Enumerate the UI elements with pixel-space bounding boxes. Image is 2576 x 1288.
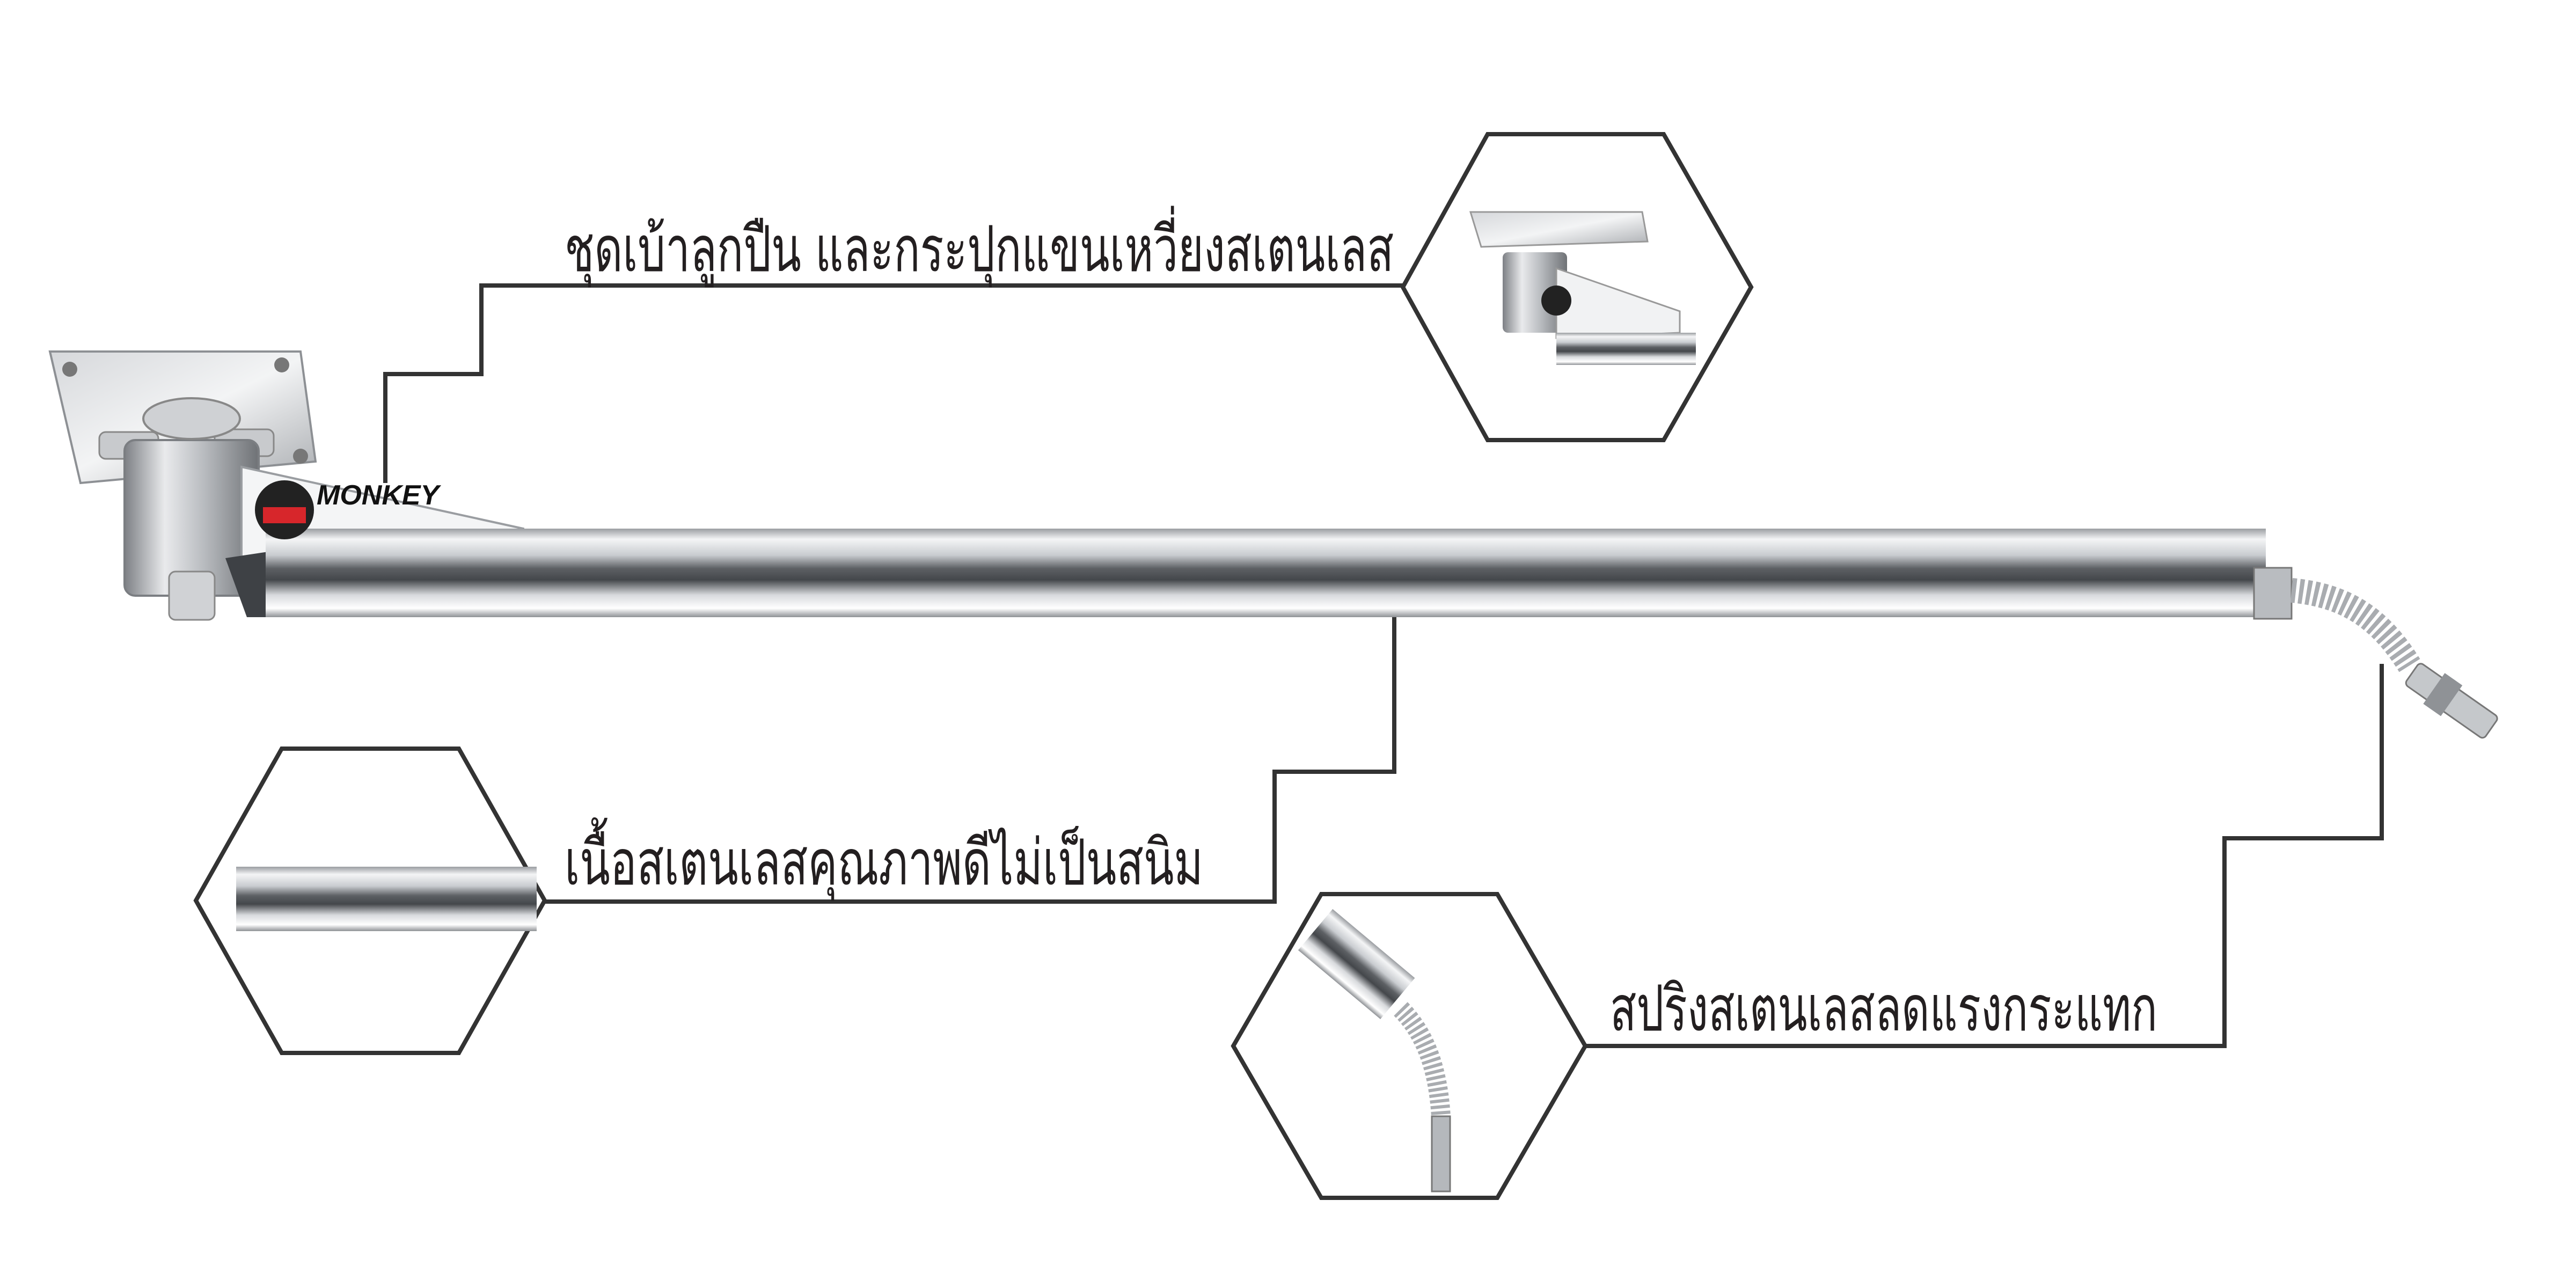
spring-detail-image	[1298, 909, 1451, 1192]
callout-label-bearing: ชุดเบ้าลูกปืน และกระปุกแขนเหวี่ยงสเตนเลส	[565, 206, 1394, 288]
callout-spring: สปริงสเตนเลสลดแรงกระแทก	[1231, 664, 2384, 1200]
bearing-top	[142, 397, 241, 440]
callout-label-spring: สปริงสเตนเลสลดแรงกระแทก	[1610, 971, 2157, 1045]
monkey-logo: MONKEY	[255, 480, 442, 539]
tube-end-collar	[2253, 567, 2293, 620]
logo-text: MONKEY	[317, 480, 442, 511]
leader-line	[1585, 664, 2384, 1048]
main-tube	[266, 529, 2266, 617]
callout-bearing: ชุดเบ้าลูกปืน และกระปุกแขนเหวี่ยงสเตนเลส	[383, 132, 1754, 483]
leader-line	[545, 617, 1396, 904]
leader-line	[383, 283, 1403, 483]
bottom-nut	[168, 570, 216, 621]
bearing-detail-image	[1469, 211, 1696, 365]
callout-body: เนื้อสเตนเลสคุณภาพดีไม่เป็นสนิม	[193, 617, 1396, 1055]
plate-bolt	[62, 362, 77, 377]
plate-bolt	[293, 449, 308, 464]
swing-arm-product: MONKEY	[48, 350, 2498, 739]
end-connector	[2405, 663, 2498, 739]
plate-bolt	[274, 357, 289, 372]
tube-detail-image	[236, 867, 537, 931]
hexagon-spring-detail	[1231, 892, 1588, 1200]
callout-label-body: เนื้อสเตนเลสคุณภาพดีไม่เป็นสนิม	[565, 817, 1203, 902]
shock-spring	[2290, 578, 2420, 672]
